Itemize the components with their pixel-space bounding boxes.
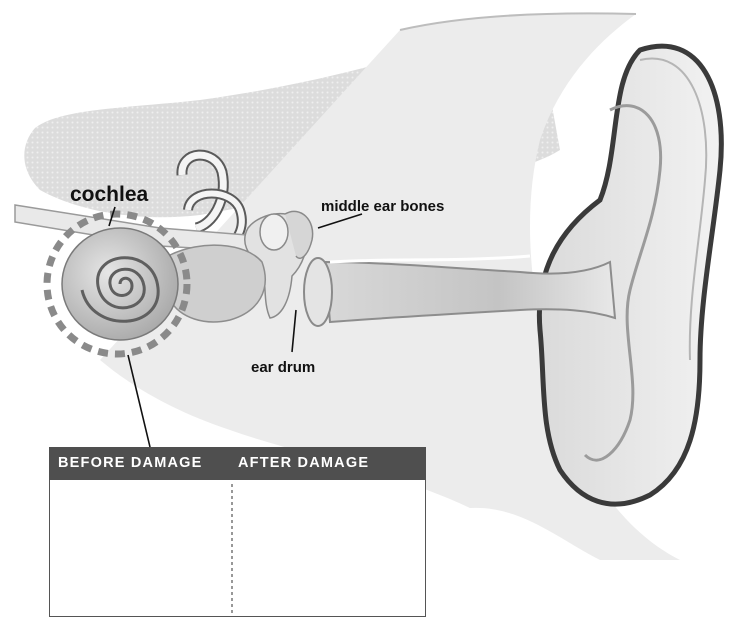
ear-drum-label: ear drum: [251, 359, 315, 376]
cochlea-label: cochlea: [70, 183, 148, 207]
comparison-header-bar: BEFORE DAMAGE AFTER DAMAGE: [49, 447, 426, 480]
ear-drum-membrane: [304, 258, 332, 326]
after-damage-heading: AFTER DAMAGE: [238, 447, 369, 480]
panel-divider: [49, 480, 426, 616]
before-damage-heading: BEFORE DAMAGE: [58, 447, 203, 480]
middle-ear-bones-label: middle ear bones: [321, 198, 444, 215]
damage-comparison-panel: BEFORE DAMAGE AFTER DAMAGE: [49, 447, 426, 616]
